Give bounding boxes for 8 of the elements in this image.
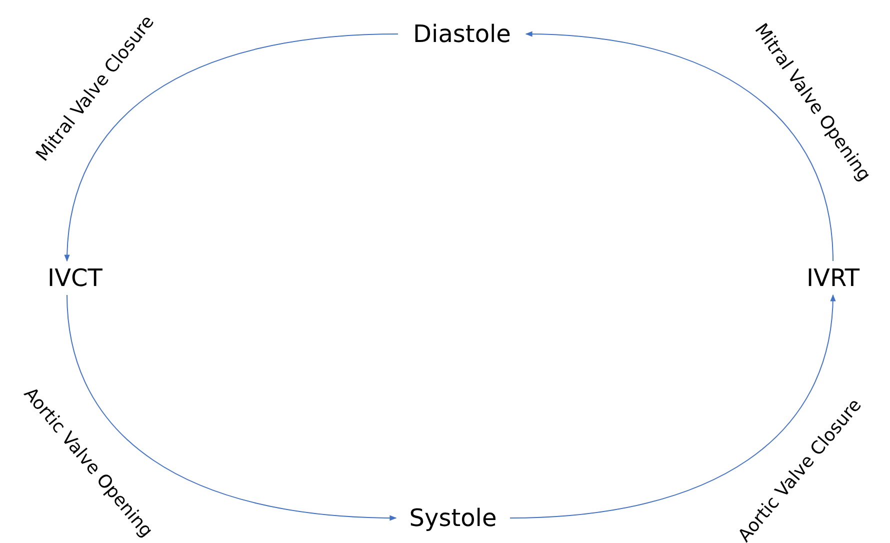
phase-label: Diastole <box>400 17 524 51</box>
curved-arrow <box>510 294 836 518</box>
curved-arrow <box>525 31 834 262</box>
curved-arrow <box>64 34 398 262</box>
phase-label: IVRT <box>796 261 870 295</box>
phase-label: IVCT <box>38 261 112 295</box>
curved-arrow <box>66 294 397 521</box>
phase-label: Systole <box>398 501 508 535</box>
